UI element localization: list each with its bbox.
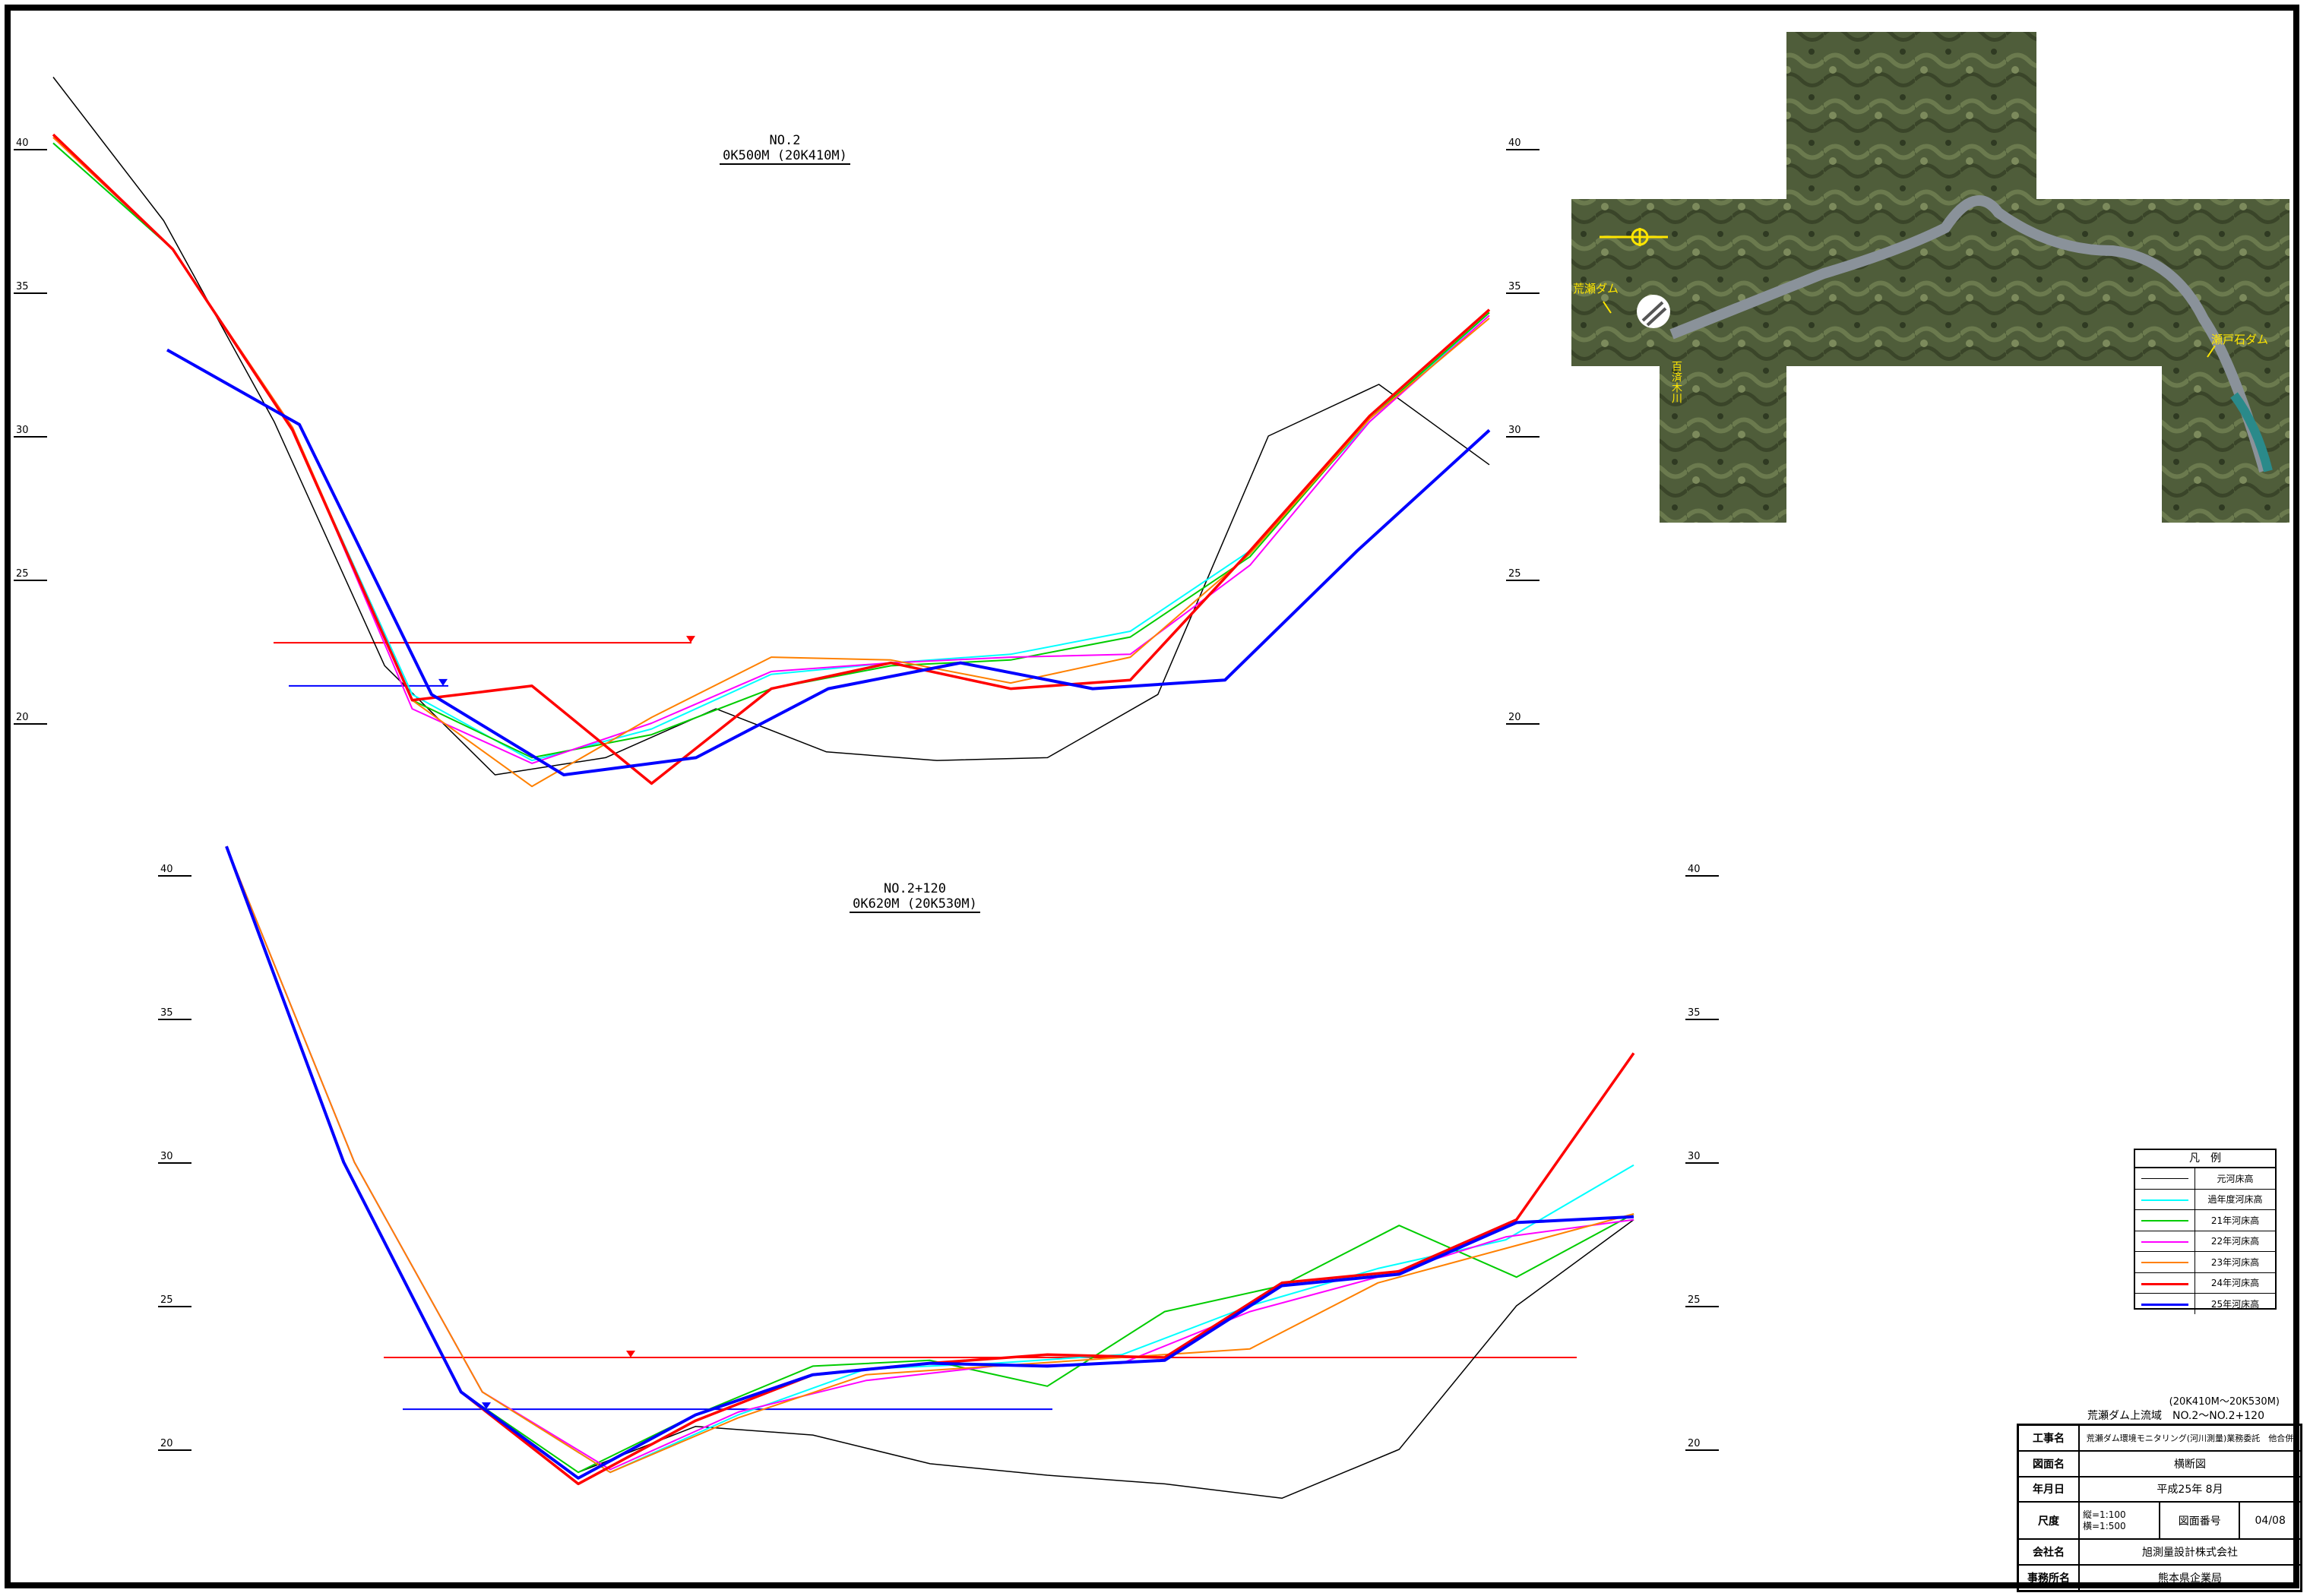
legend-swatch — [2135, 1252, 2195, 1272]
legend-item: 過年度河床高 — [2135, 1189, 2275, 1210]
legend-item: 24年河床高 — [2135, 1272, 2275, 1294]
river-label: 百済木川 — [1670, 361, 1682, 403]
company-value: 旭測量設計株式会社 — [2078, 1538, 2302, 1566]
legend-label: 22年河床高 — [2210, 1236, 2260, 1247]
legend-swatch — [2135, 1272, 2195, 1293]
upper-tick-35-left: 35 — [14, 282, 47, 294]
legend-label: 25年河床高 — [2210, 1298, 2260, 1310]
dam-marker-icon — [1637, 295, 1670, 328]
drawing-value: 横断図 — [2078, 1449, 2302, 1477]
upper-title: NO.2 — [769, 133, 801, 148]
upper-tick-40-right: 40 — [1506, 138, 1539, 150]
upper-tick-25-left: 25 — [14, 569, 47, 581]
upper-tick-40-left: 40 — [14, 138, 47, 150]
date-value: 平成25年 8月 — [2078, 1475, 2302, 1503]
lower-tick-20-right: 20 — [1685, 1439, 1719, 1451]
drawing-label: 図面名 — [2017, 1449, 2080, 1477]
office-label: 事務所名 — [2017, 1564, 2080, 1592]
upper-tick-25-right: 25 — [1506, 569, 1539, 581]
lower-tick-30-left: 30 — [158, 1152, 191, 1164]
project-label: 工事名 — [2017, 1424, 2080, 1452]
legend-label: 23年河床高 — [2210, 1256, 2260, 1268]
upper-series-0 — [52, 77, 1490, 776]
project-value: 荒瀬ダム環境モニタリング(河川測量)業務委託 他合併 — [2078, 1424, 2302, 1452]
upper-subtitle: 0K500M (20K410M) — [720, 148, 850, 165]
upper-tick-30-right: 30 — [1506, 425, 1539, 438]
legend-label: 21年河床高 — [2210, 1215, 2260, 1226]
river-line — [1669, 195, 2270, 472]
date-label: 年月日 — [2017, 1475, 2080, 1503]
upper-series-4 — [52, 137, 1490, 788]
lower-tick-35-left: 35 — [158, 1008, 191, 1020]
number-label: 図面番号 — [2159, 1501, 2241, 1541]
arase-dam-label: 荒瀬ダム — [1573, 282, 1619, 295]
legend-swatch — [2135, 1294, 2195, 1314]
legend-item: 22年河床高 — [2135, 1231, 2275, 1252]
scale-vertical: 縦=1:100 — [2083, 1509, 2126, 1520]
legend-item: 21年河床高 — [2135, 1210, 2275, 1231]
upper-series-5 — [52, 133, 1491, 785]
legend-label: 24年河床高 — [2210, 1278, 2260, 1289]
legend-swatch — [2135, 1210, 2195, 1231]
lower-tick-20-left: 20 — [158, 1439, 191, 1451]
legend-item: 25年河床高 — [2135, 1294, 2275, 1314]
compass-icon — [1600, 228, 1668, 246]
legend-title: 凡 例 — [2135, 1150, 2275, 1168]
lower-title-block: NO.2+120 0K620M (20K530M) — [801, 881, 1029, 913]
number-value: 04/08 — [2239, 1501, 2302, 1541]
title-table: 工事名 荒瀬ダム環境モニタリング(河川測量)業務委託 他合併 図面名 横断図 年… — [2017, 1424, 2302, 1592]
upper-title-block: NO.2 0K500M (20K410M) — [671, 133, 899, 165]
company-label: 会社名 — [2017, 1538, 2080, 1566]
scale-label: 尺度 — [2017, 1501, 2080, 1541]
sheet-caption: 荒瀬ダム上流域 NO.2～NO.2+120 — [2087, 1410, 2264, 1422]
legend-item: 元河床高 — [2135, 1168, 2275, 1190]
upper-tick-20-left: 20 — [14, 713, 47, 725]
legend-swatch — [2135, 1231, 2195, 1251]
upper-water-level-marker-1 — [438, 678, 448, 686]
legend-item: 23年河床高 — [2135, 1252, 2275, 1273]
upper-series-6 — [166, 348, 1491, 776]
lower-tick-30-right: 30 — [1685, 1152, 1719, 1164]
office-value: 熊本県企業局 — [2078, 1564, 2302, 1592]
legend-label: 元河床高 — [2217, 1173, 2254, 1184]
lower-tick-25-left: 25 — [158, 1295, 191, 1307]
upper-tick-20-right: 20 — [1506, 713, 1539, 725]
lower-tick-40-left: 40 — [158, 864, 191, 877]
lower-tick-40-right: 40 — [1685, 864, 1719, 877]
aerial-photo — [1571, 32, 2289, 523]
lower-series-4 — [226, 845, 1634, 1474]
setoishi-dam-label: 瀬戸石ダム — [2211, 333, 2268, 346]
scale-horizontal: 横=1:500 — [2083, 1520, 2126, 1531]
upper-tick-30-left: 30 — [14, 425, 47, 438]
legend-swatch — [2135, 1168, 2195, 1189]
range-label: (20K410M～20K530M) — [2169, 1396, 2280, 1408]
upper-tick-35-right: 35 — [1506, 282, 1539, 294]
lower-tick-25-right: 25 — [1685, 1295, 1719, 1307]
scale-value: 縦=1:100 横=1:500 — [2077, 1501, 2161, 1541]
lower-tick-35-right: 35 — [1685, 1008, 1719, 1020]
lower-water-level-marker-0 — [626, 1351, 635, 1358]
legend: 凡 例 元河床高過年度河床高 21年河床高 22年河床高 23年河床高 24年河床高 25… — [2134, 1149, 2277, 1314]
lower-subtitle: 0K620M (20K530M) — [850, 896, 980, 913]
title-block: (20K410M～20K530M) 荒瀬ダム上流域 NO.2～NO.2+120 … — [2017, 1396, 2302, 1592]
drawing-frame — [5, 5, 2299, 1588]
legend-swatch — [2135, 1189, 2195, 1209]
lower-water-level-marker-1 — [482, 1402, 491, 1410]
upper-water-level-marker-0 — [686, 636, 695, 643]
lower-title: NO.2+120 — [884, 881, 946, 896]
reservoir — [2230, 392, 2273, 472]
legend-label: 過年度河床高 — [2207, 1194, 2263, 1206]
lower-series-6 — [225, 845, 1634, 1480]
